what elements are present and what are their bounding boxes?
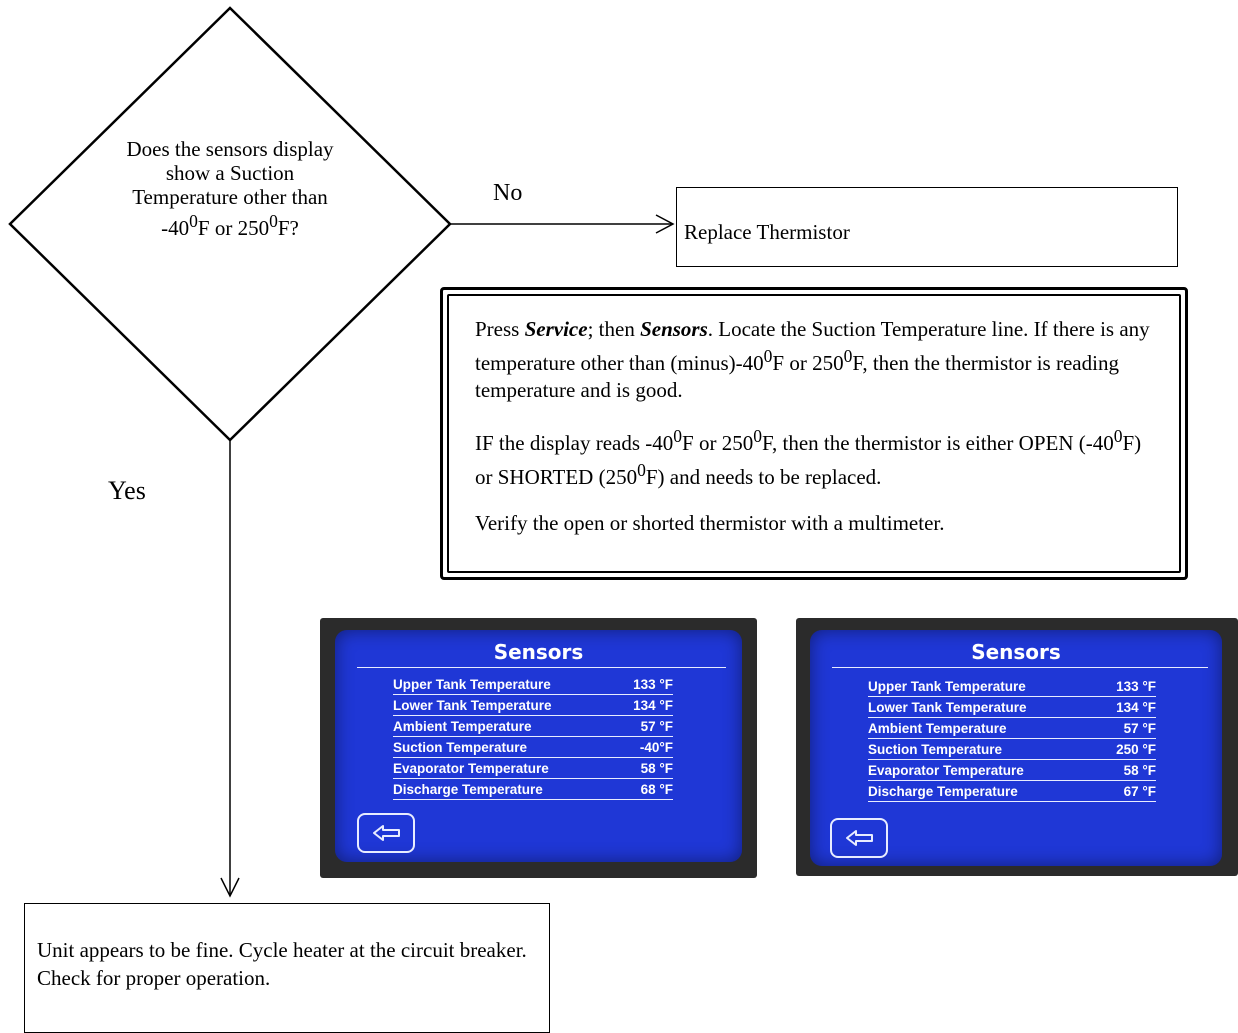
instructions-paragraph-1: Press Service; then Sensors. Locate the … <box>475 317 1150 402</box>
sensor-row: Upper Tank Temperature 133 °F <box>868 678 1156 697</box>
sensor-name: Ambient Temperature <box>393 719 532 734</box>
sensor-name: Upper Tank Temperature <box>868 679 1026 694</box>
sensor-value: 57 °F <box>1123 721 1156 736</box>
unit-fine-box: Unit appears to be fine. Cycle heater at… <box>24 903 550 1033</box>
decision-question: Does the sensors display show a Suction … <box>126 137 334 240</box>
sensor-row: Lower Tank Temperature 134 °F <box>868 699 1156 718</box>
no-arrow-head <box>655 214 675 234</box>
sensor-row: Evaporator Temperature 58 °F <box>868 762 1156 781</box>
instructions-inner-border: Press Service; then Sensors. Locate the … <box>447 294 1181 573</box>
sensors-display-1: Sensors Upper Tank Temperature 133 °F Lowe… <box>335 630 742 862</box>
sensor-name: Lower Tank Temperature <box>868 700 1027 715</box>
back-button-2[interactable] <box>830 818 888 858</box>
sensor-row: Evaporator Temperature 58 °F <box>393 760 673 779</box>
sensor-value: 58 °F <box>1123 763 1156 778</box>
sensor-row: Suction Temperature 250 °F <box>868 741 1156 760</box>
instructions-paragraph-3: Verify the open or shorted thermistor wi… <box>475 511 945 535</box>
title-divider-2 <box>832 667 1208 668</box>
sensors-display-2: Sensors Upper Tank Temperature 133 °F Lowe… <box>810 630 1222 866</box>
sensor-value: 68 °F <box>640 782 673 797</box>
sensor-name: Discharge Temperature <box>393 782 543 797</box>
sensors-screen-photo-1: Sensors Upper Tank Temperature 133 °F Lowe… <box>320 618 757 878</box>
sensor-row: Lower Tank Temperature 134 °F <box>393 697 673 716</box>
sensor-name: Ambient Temperature <box>868 721 1007 736</box>
sensor-value: 67 °F <box>1123 784 1156 799</box>
sensor-value: 58 °F <box>640 761 673 776</box>
sensor-value: 134 °F <box>633 698 673 713</box>
sensor-value: 57 °F <box>640 719 673 734</box>
sensor-row: Discharge Temperature 68 °F <box>393 781 673 800</box>
sensor-row: Ambient Temperature 57 °F <box>393 718 673 737</box>
yes-branch-label: Yes <box>108 476 146 505</box>
sensor-name: Evaporator Temperature <box>868 763 1024 778</box>
sensor-row: Discharge Temperature 67 °F <box>868 783 1156 802</box>
title-divider-1 <box>357 667 726 668</box>
back-button-1[interactable] <box>357 813 415 853</box>
sensors-title-2: Sensors <box>971 640 1061 664</box>
sensor-name: Evaporator Temperature <box>393 761 549 776</box>
sensor-name: Upper Tank Temperature <box>393 677 551 692</box>
no-branch-label: No <box>493 180 523 206</box>
instructions-paragraph-2: IF the display reads -400F or 2500F, the… <box>475 426 1142 489</box>
sensor-row: Upper Tank Temperature 133 °F <box>393 676 673 695</box>
sensor-value: 133 °F <box>633 677 673 692</box>
sensor-name: Lower Tank Temperature <box>393 698 552 713</box>
replace-thermistor-box: Replace Thermistor <box>676 187 1178 267</box>
sensor-name: Suction Temperature <box>393 740 528 755</box>
sensor-row: Suction Temperature -40°F <box>393 739 673 758</box>
sensor-name: Suction Temperature <box>868 742 1003 757</box>
sensor-row: Ambient Temperature 57 °F <box>868 720 1156 739</box>
sensor-value: 134 °F <box>1116 700 1156 715</box>
sensor-value: 250 °F <box>1116 742 1156 757</box>
instructions-box: Press Service; then Sensors. Locate the … <box>440 287 1188 580</box>
sensors-screen-photo-2: Sensors Upper Tank Temperature 133 °F Lowe… <box>796 618 1238 876</box>
sensor-name: Discharge Temperature <box>868 784 1018 799</box>
back-arrow-icon <box>373 825 400 841</box>
back-arrow-icon <box>846 830 873 846</box>
sensor-value: -40°F <box>639 740 673 755</box>
sensors-title-1: Sensors <box>493 640 584 664</box>
replace-thermistor-text: Replace Thermistor <box>684 220 850 244</box>
yes-arrow-head <box>220 877 240 898</box>
unit-fine-text: Unit appears to be fine. Cycle heater at… <box>37 938 527 990</box>
sensor-value: 133 °F <box>1116 679 1156 694</box>
